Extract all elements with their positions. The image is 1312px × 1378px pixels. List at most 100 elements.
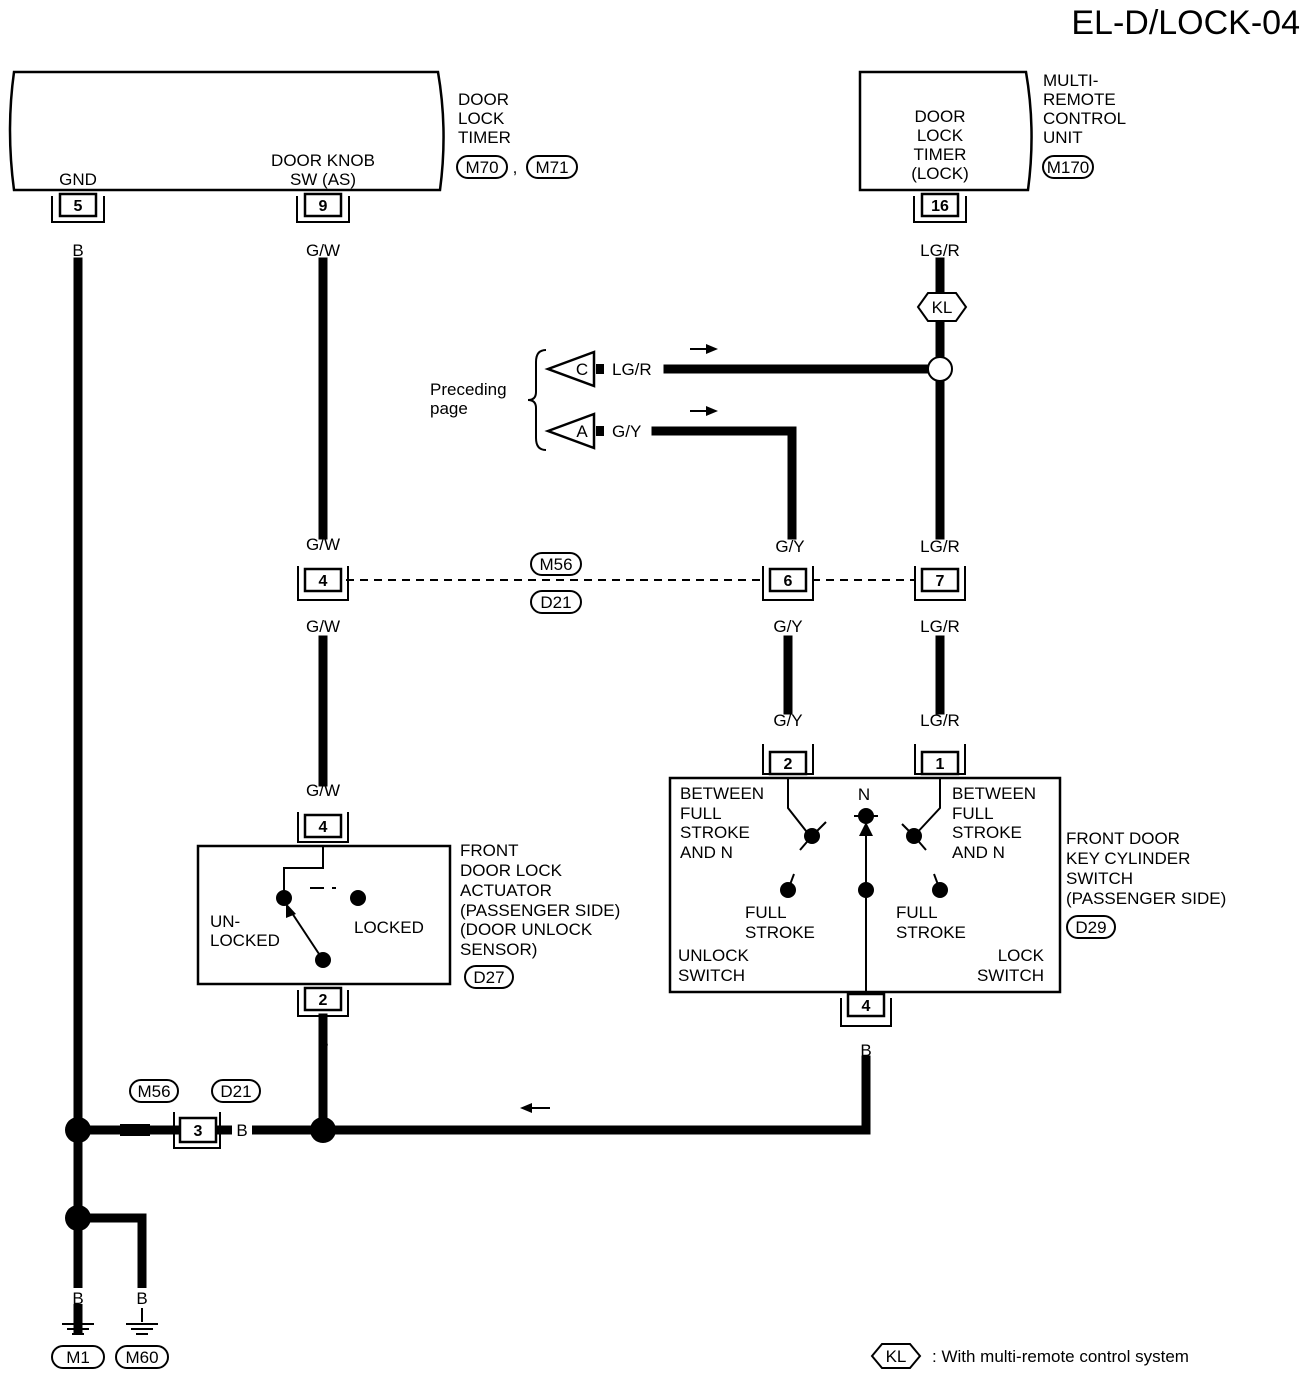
mr-name-4: UNIT: [1043, 128, 1083, 147]
wire-label-lgr-top: LG/R: [920, 241, 960, 260]
gj-conn-d21: D21: [220, 1082, 251, 1101]
ks-between-left-1: BETWEEN: [680, 784, 764, 803]
preceding-label-2: page: [430, 399, 468, 418]
joint-pin-4: 4: [319, 573, 328, 590]
ks-unlock-1: UNLOCK: [678, 946, 750, 965]
wire-label-lgr-above-7: LG/R: [920, 537, 960, 556]
ks-between-right-4: AND N: [952, 843, 1005, 862]
mr-name-2: REMOTE: [1043, 90, 1116, 109]
ks-name-4: (PASSENGER SIDE): [1066, 889, 1226, 908]
ks-between-left-4: AND N: [680, 843, 733, 862]
wire-label-lgr-ks: LG/R: [920, 711, 960, 730]
ks-name-2: KEY CYLINDER: [1066, 849, 1190, 868]
joint-connector-row: G/W G/Y LG/R 4 6 7 M56 D21 G/W G/Y LG/R: [297, 535, 966, 636]
ks-name-1: FRONT DOOR: [1066, 829, 1180, 848]
act-pin-2: 2: [319, 992, 328, 1009]
splice-circle: [927, 356, 953, 382]
wire-label-gy-ks: G/Y: [773, 711, 802, 730]
connector-d29: D29: [1075, 918, 1106, 937]
svg-text:5: 5: [74, 198, 83, 215]
ks-between-right-1: BETWEEN: [952, 784, 1036, 803]
door-knob-label-1: DOOR KNOB: [271, 151, 375, 170]
svg-text:9: 9: [319, 198, 328, 215]
ks-between-left-3: STROKE: [680, 823, 750, 842]
mr-inner-4: (LOCK): [911, 164, 969, 183]
act-name-5: (DOOR UNLOCK: [460, 920, 593, 939]
connector-d27: D27: [473, 968, 504, 987]
mr-inner-1: DOOR: [915, 107, 966, 126]
front-door-key-cylinder-switch: G/Y LG/R 2 1 N BETWEEN FULL STROKE A: [668, 711, 1226, 1060]
wire-label-lgr-below-7: LG/R: [920, 617, 960, 636]
wire-label-gy-below-6: G/Y: [773, 617, 802, 636]
mr-inner-2: LOCK: [917, 126, 964, 145]
act-name-3: ACTUATOR: [460, 881, 552, 900]
connector-m170: M170: [1047, 158, 1090, 177]
legend-text: : With multi-remote control system: [932, 1347, 1189, 1366]
joint-pin-7: 7: [936, 573, 945, 590]
ks-between-right-2: FULL: [952, 804, 994, 823]
kl-option-badge: KL: [916, 292, 968, 322]
front-door-lock-actuator: G/W 4 UN- LOCKED LOCKED 2 B FRONT DOOR L…: [196, 781, 620, 1052]
ks-lock-1: LOCK: [998, 946, 1045, 965]
connector-sep: ,: [513, 158, 518, 177]
ks-between-right-3: STROKE: [952, 823, 1022, 842]
ref-a: A: [576, 422, 588, 441]
wire-label-lgr-c: LG/R: [612, 360, 652, 379]
gj-b-left: B: [140, 1121, 151, 1140]
page-title: EL-D/LOCK-04: [1071, 4, 1300, 42]
mr-inner-3: TIMER: [914, 145, 967, 164]
gj-conn-m56: M56: [137, 1082, 170, 1101]
legend: KL : With multi-remote control system: [870, 1343, 1189, 1369]
wire-label-gy-above-6: G/Y: [775, 537, 804, 556]
wire-label-gy-a: G/Y: [612, 422, 641, 441]
act-name-2: DOOR LOCK: [460, 861, 563, 880]
wire-label-b-act: B: [317, 1033, 328, 1052]
ks-lock-2: SWITCH: [977, 966, 1044, 985]
wire-label-gw-act: G/W: [306, 781, 340, 800]
ground-joint-connector: M56 D21 B 3 B: [65, 1079, 336, 1149]
ground-m1: M1: [66, 1348, 90, 1367]
door-lock-timer-name-3: TIMER: [458, 128, 511, 147]
multi-remote-control-unit: DOOR LOCK TIMER (LOCK) MULTI- REMOTE CON…: [858, 70, 1126, 192]
mr-name-3: CONTROL: [1043, 109, 1126, 128]
ks-full-left-1: FULL: [745, 903, 787, 922]
ref-c: C: [576, 360, 588, 379]
ks-pin-2: 2: [784, 756, 793, 773]
gj-b-right: B: [236, 1121, 247, 1140]
ks-pin-4: 4: [862, 998, 871, 1015]
wire-label-b-ks: B: [860, 1041, 871, 1060]
act-pin-4: 4: [319, 819, 328, 836]
act-unlocked-1: UN-: [210, 912, 240, 931]
gnd-label: GND: [59, 170, 97, 189]
ground-m60: M60: [125, 1348, 158, 1367]
legend-badge: KL: [886, 1347, 907, 1366]
ground-b-m60: B: [136, 1289, 147, 1308]
ks-between-left-2: FULL: [680, 804, 722, 823]
preceding-label-1: Preceding: [430, 380, 507, 399]
act-name-1: FRONT: [460, 841, 519, 860]
joint-conn-d21: D21: [540, 593, 571, 612]
act-locked: LOCKED: [354, 918, 424, 937]
svg-text:KL: KL: [932, 298, 953, 317]
wire-label-b-top: B: [72, 241, 83, 260]
gj-pin-3: 3: [194, 1123, 203, 1140]
ks-unlock-2: SWITCH: [678, 966, 745, 985]
act-name-6: SENSOR): [460, 940, 537, 959]
door-lock-timer-unit: GND DOOR KNOB SW (AS) DOOR LOCK TIMER M7…: [8, 70, 578, 192]
door-lock-timer-name-2: LOCK: [458, 109, 505, 128]
joint-conn-m56: M56: [539, 555, 572, 574]
preceding-page-refs: Preceding page C LG/R A G/Y: [430, 349, 652, 451]
ground-b-m1: B: [72, 1289, 83, 1308]
wire-label-gw-above-4: G/W: [306, 535, 340, 554]
door-knob-label-2: SW (AS): [290, 170, 356, 189]
mr-name-1: MULTI-: [1043, 71, 1098, 90]
ks-pin-1: 1: [936, 756, 945, 773]
ks-full-right-2: STROKE: [896, 923, 966, 942]
wire-label-gw-below-4: G/W: [306, 617, 340, 636]
pin-mr-16: 16: [913, 192, 967, 223]
act-unlocked-2: LOCKED: [210, 931, 280, 950]
svg-text:16: 16: [931, 198, 949, 215]
ks-full-left-2: STROKE: [745, 923, 815, 942]
ks-n: N: [858, 785, 870, 804]
door-lock-timer-name-1: DOOR: [458, 90, 509, 109]
